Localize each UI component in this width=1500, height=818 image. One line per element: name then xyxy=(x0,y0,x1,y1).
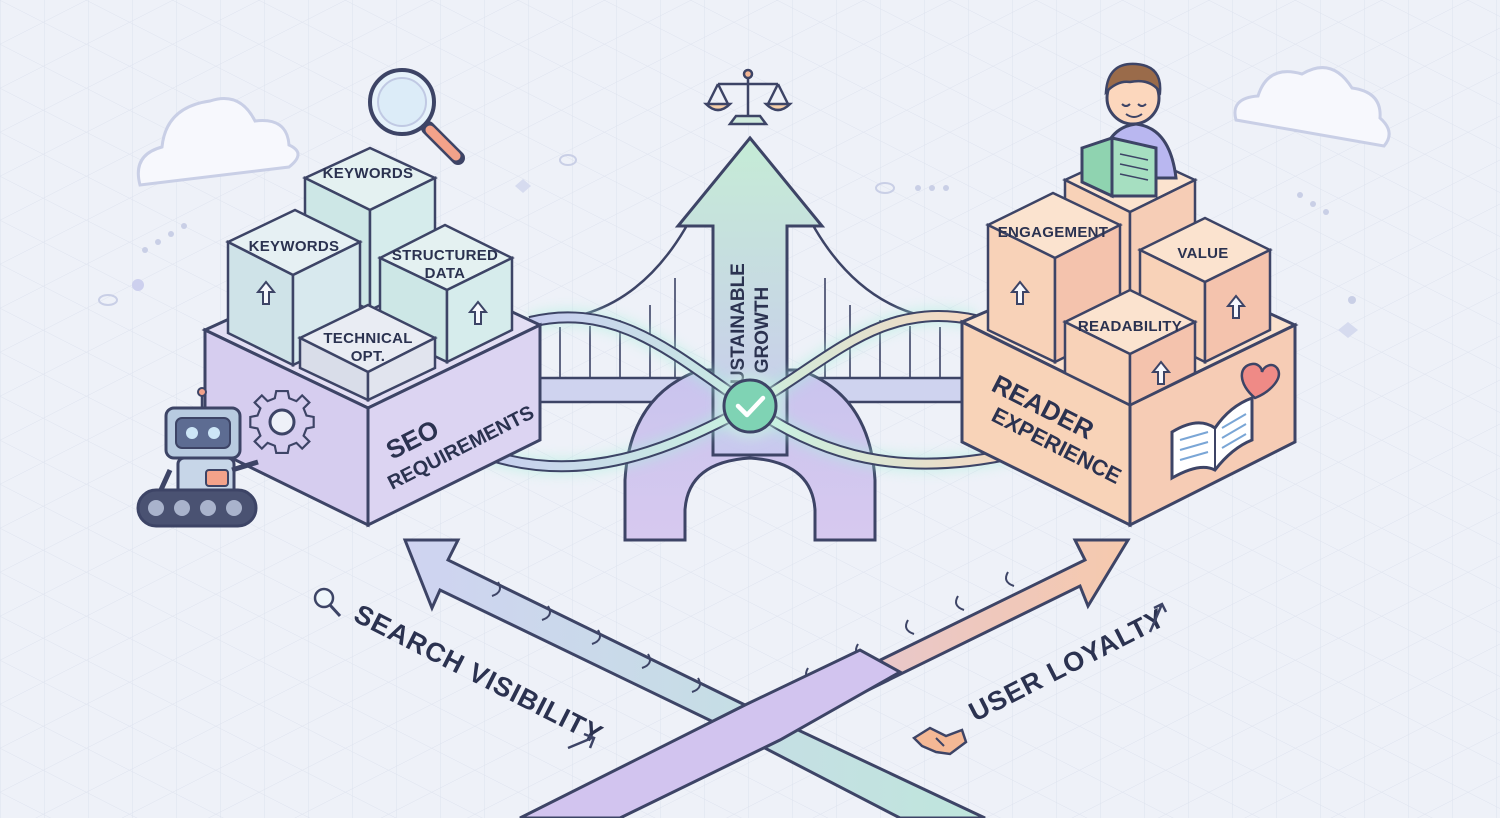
search-visibility-road xyxy=(402,538,986,818)
search-icon xyxy=(313,587,342,618)
reader-box-readability-label: READABILITY xyxy=(1078,318,1182,335)
heart-icon xyxy=(1240,362,1280,400)
seo-box-structured-data: STRUCTURED DATA xyxy=(377,223,515,365)
balance-scale-icon xyxy=(702,68,794,126)
reader-person-icon xyxy=(1080,62,1178,199)
seo-box-keywords-back-label: KEYWORDS xyxy=(323,165,414,182)
seo-box-technical-opt: TECHNICAL OPT. xyxy=(297,303,438,402)
arrow-up-right-icon xyxy=(567,732,596,750)
magnifier-icon xyxy=(368,68,465,165)
cloud-icon xyxy=(1233,66,1391,148)
cloud-icon xyxy=(136,97,300,187)
reader-box-readability: READABILITY xyxy=(1062,288,1198,408)
seo-box-keywords-front-label: KEYWORDS xyxy=(249,238,340,255)
handshake-icon xyxy=(912,726,968,756)
open-book-icon xyxy=(1170,395,1254,481)
growth-label-line1: SUSTAINABLE xyxy=(728,263,749,397)
reader-box-engagement-label: ENGAGEMENT xyxy=(998,224,1109,241)
reader-box-value-label: VALUE xyxy=(1177,245,1228,262)
seo-box-structured-line1: STRUCTURED xyxy=(392,247,498,264)
gear-icon xyxy=(249,389,315,455)
seo-box-technical-line2: OPT. xyxy=(351,348,386,365)
decor-dots xyxy=(98,154,1358,338)
arrow-up-icon xyxy=(1148,602,1168,633)
robot-icon xyxy=(136,387,259,528)
seo-box-structured-line2: DATA xyxy=(425,265,466,282)
seo-box-technical-line1: TECHNICAL xyxy=(323,330,412,347)
growth-label-line2: GROWTH xyxy=(752,287,773,374)
checkmark-icon xyxy=(718,374,782,438)
crossing-lane xyxy=(519,648,904,818)
